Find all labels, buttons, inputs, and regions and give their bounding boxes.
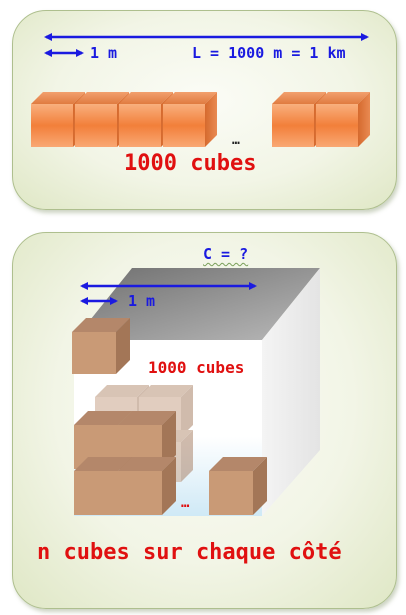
cube-row [31, 92, 370, 147]
cube-count-top: 1000 cubes [124, 151, 257, 176]
cube-stack [74, 385, 267, 515]
cube-count-bottom: 1000 cubes [148, 358, 245, 377]
caption: n cubes sur chaque côté [37, 540, 342, 565]
unit-label-bottom: 1 m [128, 292, 156, 310]
cube-icon [316, 92, 370, 147]
cube-icon [118, 457, 176, 515]
ellipsis-bottom: … [181, 495, 190, 511]
ellipsis-top: … [232, 133, 240, 148]
length-label: L = 1000 m = 1 km [192, 44, 346, 62]
cube-icon [209, 457, 267, 515]
cube-icon [72, 318, 130, 374]
side-question-label: C = ? [203, 245, 249, 263]
cube-icon [74, 457, 132, 515]
cube-icon [163, 92, 217, 147]
unit-label-top: 1 m [90, 44, 118, 62]
